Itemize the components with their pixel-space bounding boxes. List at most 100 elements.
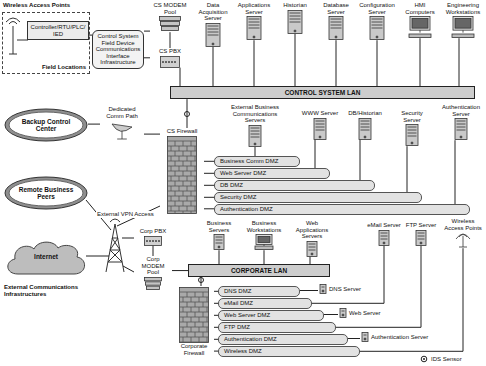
line-part [168, 185, 197, 186]
circle-part [162, 61, 163, 62]
node-label: Dedicated Comm Path [101, 106, 143, 119]
circle-part [383, 242, 385, 244]
line-part [463, 236, 464, 247]
server-icon [246, 16, 262, 40]
device-node: Web Applications Servers [290, 220, 334, 257]
line-part [290, 15, 301, 16]
node-label: eMail Server [365, 222, 403, 229]
network-link [204, 185, 214, 186]
server-icon [378, 230, 390, 246]
dmz-band: Security DMZ [214, 192, 422, 203]
server-icon [358, 118, 372, 140]
node-label: Security DMZ [220, 194, 416, 201]
network-link [407, 146, 408, 192]
line-part [316, 120, 325, 121]
internet-cloud: Internet [4, 238, 88, 276]
line-part [179, 166, 180, 171]
device-node: Authentication Server [360, 331, 440, 343]
g-part [161, 56, 180, 67]
node-label: Business Comm DMZ [220, 158, 294, 165]
network-link [204, 173, 214, 174]
device-node: Engineering Workstations [443, 2, 483, 38]
line-part [208, 34, 219, 35]
node-label: CORPORATE LAN [191, 267, 327, 274]
g-part [247, 17, 261, 40]
line-part [251, 136, 260, 137]
g-part [416, 230, 426, 245]
line-part [195, 156, 196, 161]
circle-part [155, 240, 156, 241]
line-part [175, 161, 176, 166]
circle-part [311, 253, 313, 255]
line-part [179, 206, 180, 211]
line-part [110, 250, 120, 251]
network-link [254, 40, 255, 86]
line-part [187, 156, 188, 161]
g-part [455, 119, 467, 140]
circle-part [294, 30, 296, 32]
line-part [191, 141, 192, 146]
line-part [459, 247, 467, 248]
device-node: FTP Server [404, 222, 438, 246]
line-part [180, 297, 209, 298]
node-label: Applications Server [235, 2, 273, 15]
circle-part [218, 246, 220, 248]
line-part [183, 161, 184, 166]
line-part [175, 191, 176, 196]
line-part [251, 127, 260, 128]
line-part [361, 120, 370, 121]
rect-part [161, 56, 180, 67]
network-link [455, 140, 456, 204]
line-part [195, 146, 196, 151]
device-node: External Business Communications Servers [222, 104, 288, 147]
line-part [216, 243, 223, 244]
line-part [207, 317, 208, 322]
line-part [106, 224, 115, 272]
rect-part [455, 19, 471, 29]
g-part [314, 118, 326, 139]
line-part [418, 235, 425, 236]
server-icon [339, 308, 347, 318]
fw-icon [179, 287, 209, 343]
device-node: WWW Server [300, 110, 340, 140]
network-link [153, 246, 154, 256]
network-link [459, 38, 460, 86]
line-part [179, 176, 180, 181]
ellipse-part [9, 180, 83, 206]
node-label: FTP Server [405, 222, 437, 229]
fw-icon [167, 136, 197, 214]
line-part [179, 196, 180, 201]
rect-part [180, 288, 209, 343]
line-part [168, 200, 197, 201]
line-part [179, 186, 180, 191]
ellipse-part [5, 109, 87, 141]
line-part [463, 30, 464, 33]
line-part [195, 196, 196, 201]
line-part [195, 332, 196, 337]
path-part [456, 234, 470, 239]
server-icon [306, 241, 318, 257]
node-label: eMail DMZ [224, 300, 306, 307]
device-node: HMI Computers [400, 2, 440, 38]
circle-part [376, 36, 378, 38]
server-icon [248, 125, 262, 147]
g-part [112, 124, 132, 139]
g-part [288, 10, 302, 33]
modem-icon [144, 277, 162, 291]
network-link [204, 197, 214, 198]
line-part [187, 322, 188, 327]
node-label: Corp PBX [135, 228, 171, 235]
line-part [408, 136, 417, 137]
g-part [145, 277, 162, 289]
line-part [372, 28, 383, 29]
dmz-band: Authentication DMZ [218, 334, 348, 345]
line-part [171, 206, 172, 211]
rect-part [379, 230, 389, 245]
rect-part [145, 277, 162, 280]
device-node: Wireless Access Points [443, 218, 483, 248]
line-part [207, 327, 208, 332]
device-node: Configuration Server [357, 2, 397, 40]
network-link [170, 32, 171, 48]
